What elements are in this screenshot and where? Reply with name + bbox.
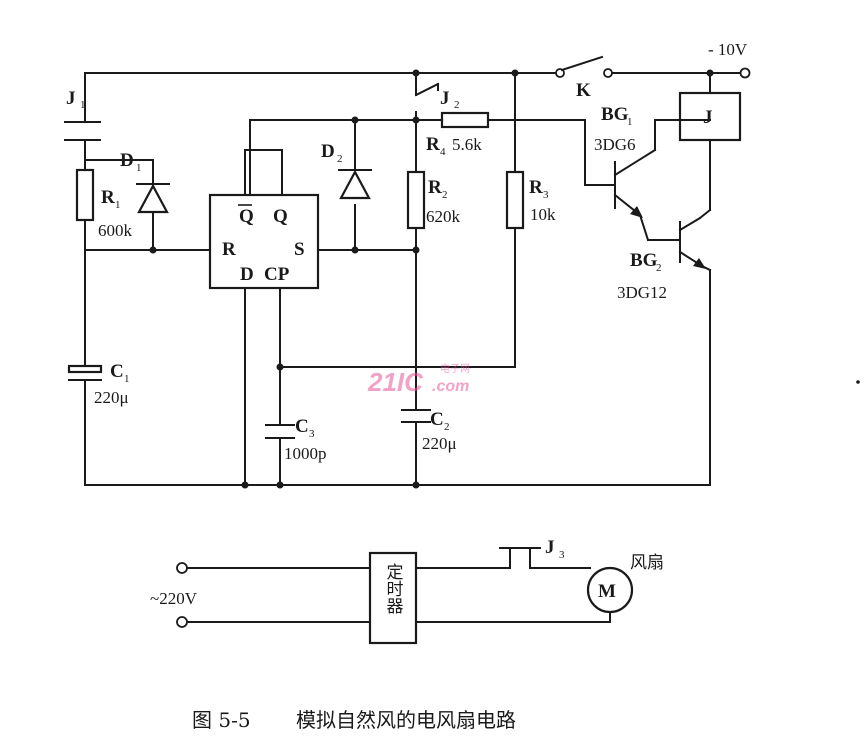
junction-dots — [149, 69, 714, 489]
relay-contact-j2: J 2 — [414, 82, 460, 111]
relay-coil-j: J — [678, 91, 742, 142]
bg2-model: 3DG12 — [617, 283, 667, 302]
switch-k-label: K — [576, 80, 591, 101]
r4-sub: 4 — [440, 146, 446, 158]
bg2-name: BG — [630, 250, 658, 271]
diode-d2: D 2 — [321, 141, 372, 200]
bg2-sub: 2 — [656, 262, 662, 274]
timer-box: 定时器 — [368, 551, 418, 645]
c2-value: 220μ — [422, 434, 457, 453]
c3-value: 1000p — [284, 444, 327, 463]
ff-q: Q — [273, 206, 288, 227]
wiring — [84, 72, 746, 486]
c3-sub: 3 — [309, 428, 315, 440]
supply-label: - 10V — [708, 40, 748, 59]
j3-label: J — [545, 537, 555, 558]
j1-label: J — [66, 88, 76, 109]
r2-value: 620k — [426, 207, 461, 226]
j3-sub: 3 — [559, 549, 565, 561]
d1-name: D — [120, 150, 134, 171]
c1-sub: 1 — [124, 373, 130, 385]
r4-name: R — [426, 134, 440, 155]
r4-value: 5.6k — [452, 135, 482, 154]
caption-figure: 图 5-5 — [192, 708, 251, 732]
d2-sub: 2 — [337, 153, 343, 165]
watermark-cn: 电子网 — [440, 362, 470, 375]
motor: M 风扇 — [586, 553, 664, 614]
motor-label: M — [598, 581, 616, 602]
c3-name: C — [295, 416, 309, 437]
fan-label: 风扇 — [630, 553, 664, 572]
stray-mark — [856, 380, 860, 384]
mains-label: ~220V — [150, 589, 198, 608]
ff-d: D — [240, 264, 254, 285]
watermark: 21IC .com 电子网 — [367, 362, 470, 397]
switch-k: K — [555, 55, 613, 101]
resistor-r2: R 2 620k — [406, 170, 461, 230]
j2-label: J — [440, 88, 450, 109]
r2-sub: 2 — [442, 189, 448, 201]
capacitor-c3: C 3 1000p — [265, 416, 327, 463]
resistor-r1: R 1 600k — [75, 168, 133, 240]
j1-sub: 1 — [80, 99, 86, 111]
j2-sub: 2 — [454, 99, 460, 111]
bg1-name: BG — [601, 104, 629, 125]
mains-terminals: ~220V — [150, 562, 198, 628]
r2-name: R — [428, 177, 442, 198]
ff-qbar: Q — [239, 206, 254, 227]
supply-terminal: - 10V — [708, 40, 751, 79]
c1-name: C — [110, 361, 124, 382]
relay-contact-j1: J 1 — [64, 88, 101, 141]
c2-name: C — [430, 409, 444, 430]
watermark-brand: 21IC — [367, 367, 424, 397]
relay-label: J — [703, 107, 713, 128]
r1-value: 600k — [98, 221, 133, 240]
ff-r: R — [222, 239, 236, 260]
figure-caption: 图 5-5 模拟自然风的电风扇电路 — [192, 708, 516, 732]
caption-title: 模拟自然风的电风扇电路 — [296, 708, 516, 732]
capacitor-c2: C 2 220μ — [401, 409, 457, 453]
d2-name: D — [321, 141, 335, 162]
c1-value: 220μ — [94, 388, 129, 407]
relay-contact-j3: J 3 — [499, 537, 565, 561]
r3-value: 10k — [530, 205, 556, 224]
r1-sub: 1 — [115, 199, 121, 211]
timer-label: 定时器 — [384, 563, 404, 614]
flip-flop: Q Q R S D CP — [208, 193, 320, 290]
transistor-bg2: BG 2 3DG12 — [617, 216, 712, 302]
ff-s: S — [294, 239, 305, 260]
resistor-r3: R 3 10k — [505, 170, 556, 230]
r3-sub: 3 — [543, 189, 549, 201]
bg1-model: 3DG6 — [594, 135, 636, 154]
r3-name: R — [529, 177, 543, 198]
diode-d1: D 1 — [120, 150, 170, 214]
r1-name: R — [101, 187, 115, 208]
resistor-r4: R 4 5.6k — [426, 111, 490, 158]
bg1-sub: 1 — [627, 116, 633, 128]
capacitor-c1: C 1 220μ — [67, 359, 130, 407]
transistor-bg1: BG 1 3DG6 — [594, 104, 711, 242]
c2-sub: 2 — [444, 421, 450, 433]
ff-cp: CP — [264, 264, 290, 285]
watermark-dotcom: .com — [432, 378, 469, 395]
d1-sub: 1 — [136, 162, 142, 174]
